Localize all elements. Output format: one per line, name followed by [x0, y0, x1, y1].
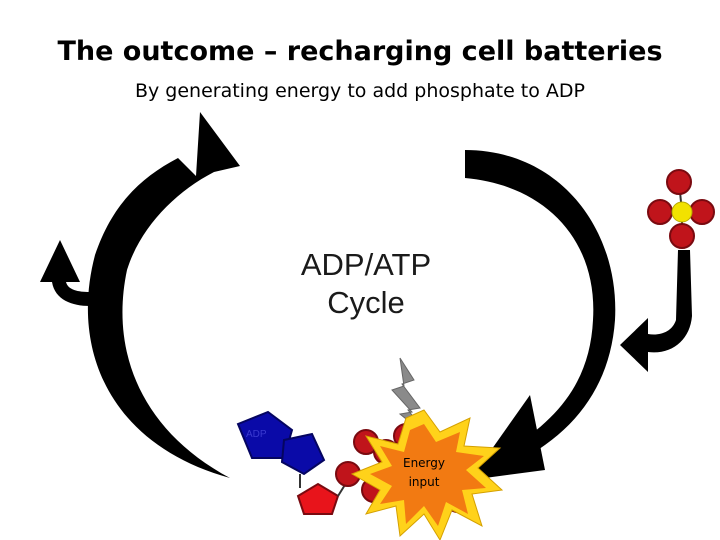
adp-molecule	[236, 410, 471, 515]
left-cycle-arrow	[87, 112, 240, 478]
energy-input-label: Energy input	[384, 454, 464, 492]
adp-tag: ADP	[246, 429, 267, 440]
right-cycle-arrowhead	[470, 395, 545, 480]
energy-label-line2: input	[408, 475, 440, 489]
energy-burst-inner	[370, 424, 486, 526]
ribose-ring	[296, 482, 340, 515]
cycle-label-line2: Cycle	[327, 285, 405, 320]
phosphate-molecule	[647, 169, 715, 249]
phosphate-entry-arrow	[620, 250, 692, 372]
cycle-label-line1: ADP/ATP	[300, 247, 432, 282]
cycle-label: ADP/ATP Cycle	[250, 246, 482, 322]
right-cycle-arrow	[465, 150, 616, 470]
slide-title: The outcome – recharging cell batteries	[57, 36, 663, 67]
energy-label-line1: Energy	[402, 456, 445, 470]
slide-subtitle: By generating energy to add phosphate to…	[134, 80, 586, 102]
left-small-arrow	[40, 240, 90, 306]
adenine-ring-2	[280, 432, 326, 476]
